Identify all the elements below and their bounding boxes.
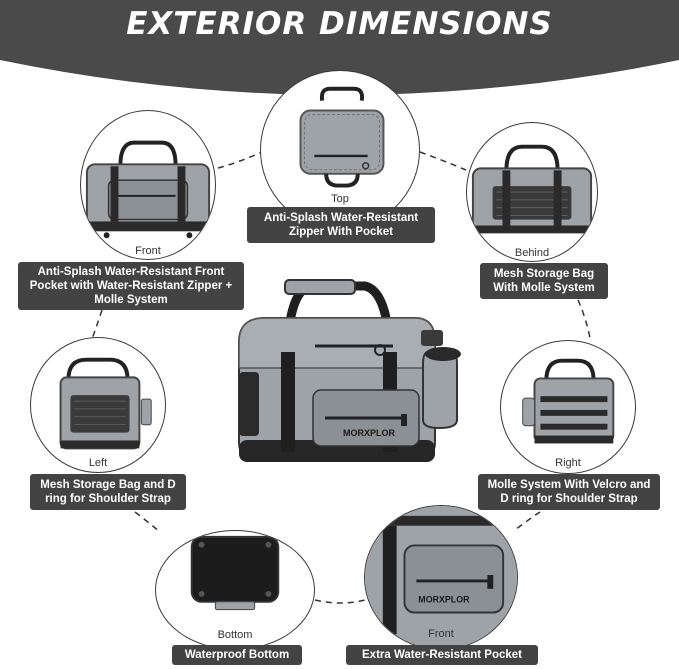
view-left-label: Left [88, 457, 108, 469]
view-top-circle: Top [260, 70, 420, 230]
caption-top: Anti-Splash Water-Resistant Zipper With … [247, 207, 435, 243]
caption-front: Anti-Splash Water-Resistant Front Pocket… [18, 262, 244, 310]
header-banner [0, 0, 679, 95]
view-behind-circle: Behind [466, 122, 598, 262]
view-bottom-label: Bottom [217, 629, 253, 641]
bag-bottom-view-image [190, 535, 280, 611]
bag-front-view-image [85, 140, 211, 239]
view-front-pocket-circle: MORXPLOR Front [364, 505, 518, 650]
view-front-label: Front [135, 245, 161, 257]
page-title: EXTERIOR DIMENSIONS [126, 6, 553, 42]
caption-front-pocket: Extra Water-Resistant Pocket [346, 645, 538, 665]
bag-top-view-image [299, 86, 385, 188]
pocket-brand-logo-text: MORXPLOR [418, 595, 470, 605]
bag-left-view-image [59, 357, 152, 450]
caption-right: Molle System With Velcro and D ring for … [478, 474, 660, 510]
view-right-label: Right [555, 457, 581, 469]
brand-logo-text: MORXPLOR [343, 428, 396, 438]
view-top-label: Top [331, 193, 349, 205]
main-bag-image: MORXPLOR [238, 279, 461, 462]
view-front-circle: Front [80, 110, 216, 260]
view-behind-label: Behind [514, 247, 550, 259]
view-left-circle: Left [30, 337, 166, 473]
view-front-pocket-label: Front [428, 628, 454, 640]
view-bottom-circle: Bottom [155, 530, 315, 650]
caption-left: Mesh Storage Bag and D ring for Shoulder… [30, 474, 186, 510]
bag-behind-view-image [471, 144, 593, 234]
caption-bottom: Waterproof Bottom [172, 645, 302, 665]
view-right-circle: Right [500, 340, 636, 474]
bag-right-view-image [522, 358, 615, 444]
bag-front-pocket-image: MORXPLOR [365, 506, 517, 649]
caption-behind: Mesh Storage Bag With Molle System [480, 263, 608, 299]
